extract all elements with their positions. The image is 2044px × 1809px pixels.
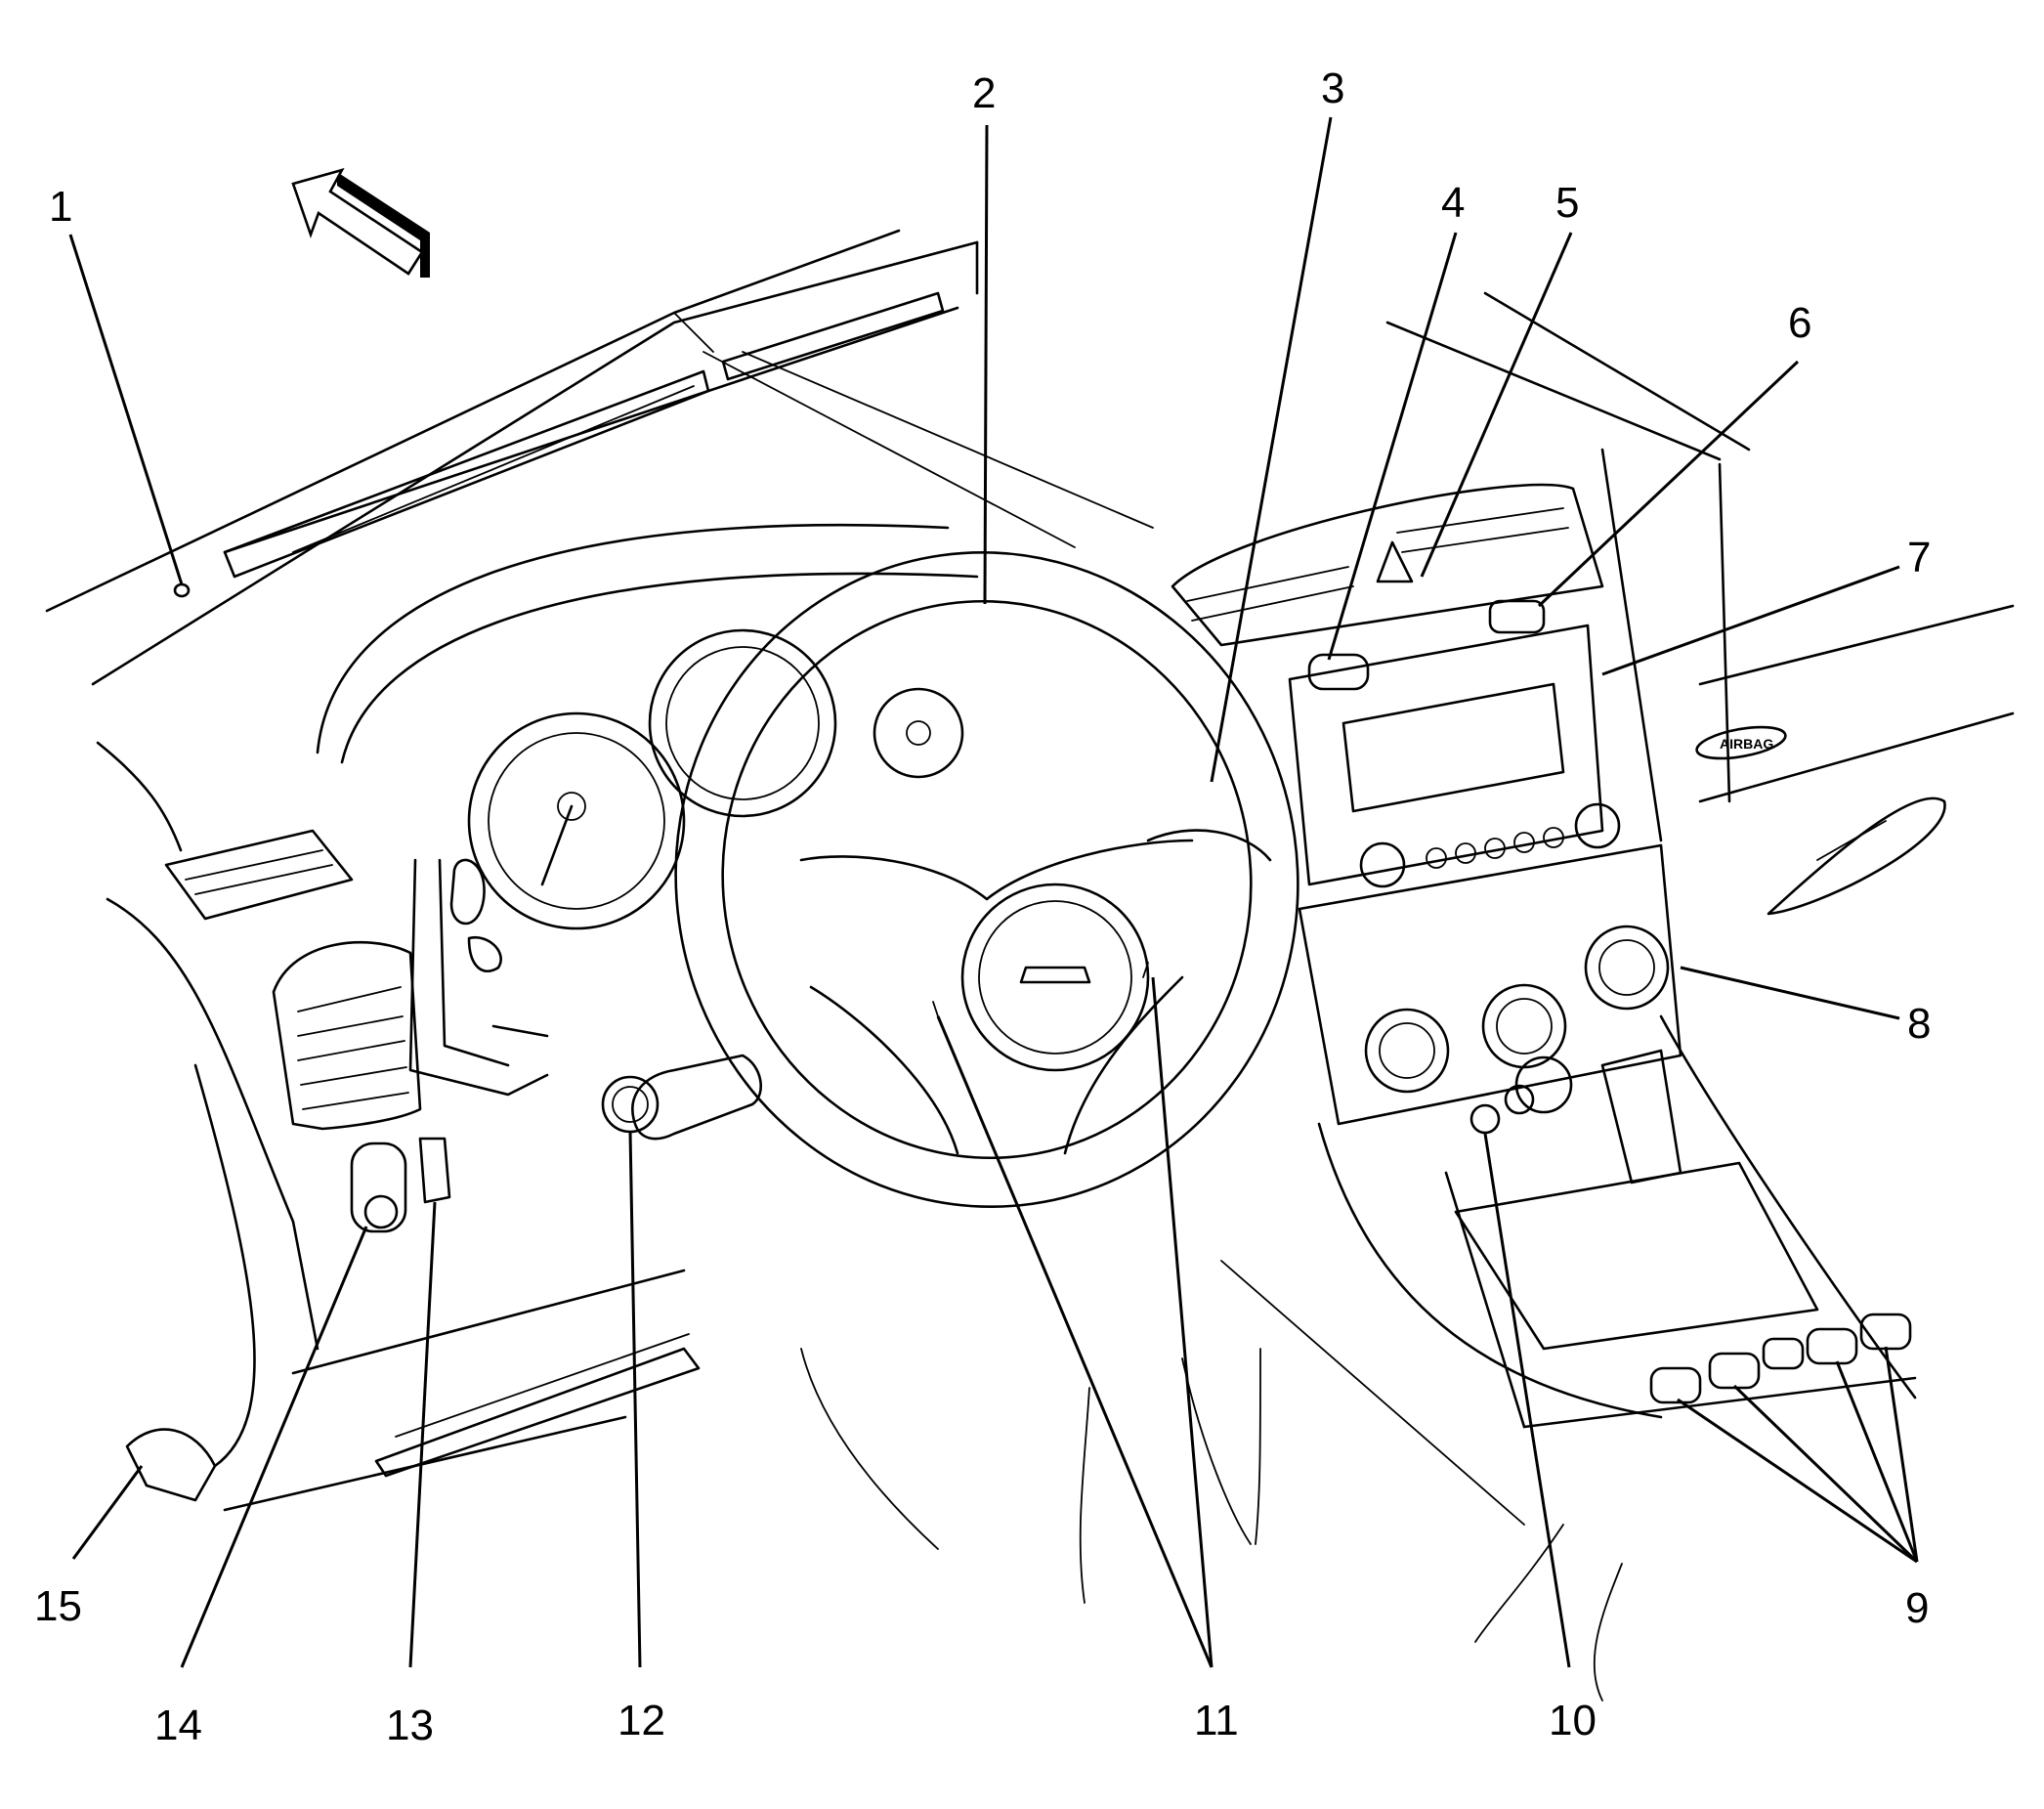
center-air-outlets [1171,483,1604,647]
leader-lines [68,116,1919,1668]
callout-14: 14 [154,1701,202,1749]
callout-3: 3 [1321,65,1344,112]
passenger-airbag-indicator [1488,599,1546,634]
airbag-label: AIRBAG [1720,736,1773,752]
callout-7: 7 [1907,534,1931,581]
callout-10: 10 [1549,1697,1597,1744]
callout-13: 13 [386,1701,434,1749]
upper-dash-pad [45,229,1154,686]
left-side-vent [164,829,354,921]
dimmer-switch [418,1137,451,1204]
steering-wheel [674,551,1299,1208]
left-air-outlet [272,940,422,1131]
callout-9: 9 [1905,1584,1929,1632]
callout-4: 4 [1441,179,1465,227]
left-dash-body [96,741,701,1512]
callout-15: 15 [34,1582,82,1630]
callout-5: 5 [1555,179,1579,227]
radio [1288,624,1621,888]
turn-signal-stalk [601,1054,762,1141]
callout-12: 12 [617,1697,665,1744]
forward-arrow-icon [291,167,430,278]
callout-8: 8 [1907,1000,1931,1048]
right-dash [1385,291,2015,916]
hazard-switch [1307,653,1370,691]
callout-6: 6 [1788,299,1811,347]
callout-1: 1 [49,183,72,231]
hvac-controls [1298,843,1682,1135]
callout-labels: 1 2 3 4 5 6 7 8 9 10 11 12 13 14 15 [34,65,1931,1749]
headlamp-switch [350,1141,407,1233]
instrument-cluster [316,523,979,1097]
sunload-sensor [173,582,191,598]
defrost-grille [223,291,945,579]
callout-11: 11 [1194,1697,1239,1744]
callout-2: 2 [972,69,996,117]
footwell-lines [800,1260,1623,1701]
